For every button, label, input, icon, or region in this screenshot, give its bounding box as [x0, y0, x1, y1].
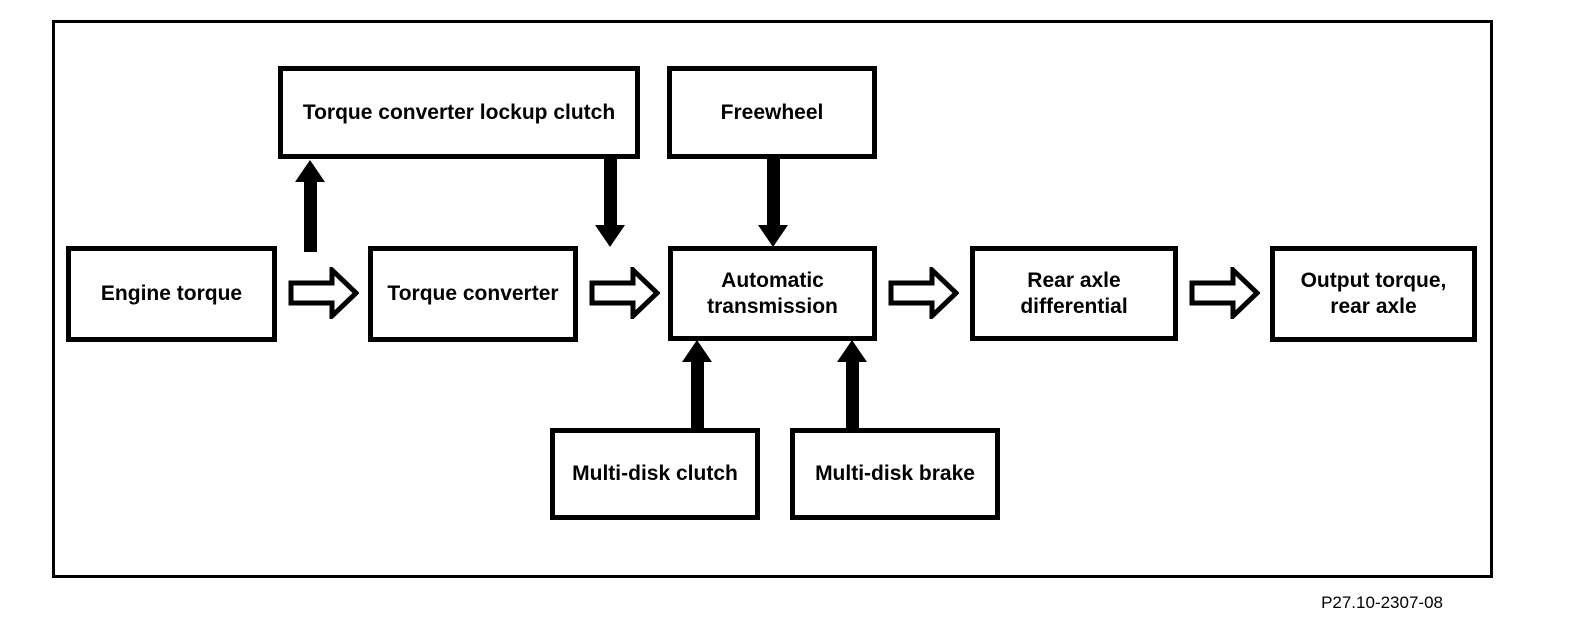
- box-multi-disk-clutch: Multi-disk clutch: [550, 428, 760, 520]
- box-freewheel: Freewheel: [667, 66, 877, 159]
- box-label: Output torque,: [1300, 269, 1447, 293]
- flow-arrow-right-icon: [589, 267, 660, 319]
- box-multi-disk-brake: Multi-disk brake: [790, 428, 1000, 520]
- figure-reference: P27.10-2307-08: [1321, 593, 1443, 612]
- flow-arrow-right-icon: [888, 267, 959, 319]
- box-label: Freewheel: [720, 100, 824, 124]
- flow-arrow-right-icon: [288, 267, 359, 319]
- box-label: Torque converter lockup clutch: [302, 100, 616, 124]
- arrow-up-icon: [682, 340, 712, 428]
- box-torque-converter-lockup-clutch: Torque converter lockup clutch: [278, 66, 640, 159]
- box-label: Automatic: [721, 268, 824, 292]
- box-label: Multi-disk clutch: [572, 462, 738, 486]
- box-rear-axle-differential: Rear axle differential: [970, 246, 1178, 341]
- box-output-torque-rear-axle: Output torque, rear axle: [1270, 246, 1477, 342]
- flow-arrow-right-icon: [1189, 267, 1260, 319]
- arrow-down-icon: [595, 157, 625, 247]
- box-engine-torque: Engine torque: [66, 246, 277, 342]
- arrow-up-icon: [295, 160, 325, 252]
- box-label: Engine torque: [100, 282, 243, 306]
- box-label: differential: [1020, 294, 1128, 318]
- box-label: Multi-disk brake: [815, 462, 975, 486]
- box-label: Rear axle: [1027, 268, 1121, 292]
- arrow-up-icon: [837, 340, 867, 428]
- box-label: transmission: [707, 294, 838, 318]
- arrow-down-icon: [758, 158, 788, 247]
- box-torque-converter: Torque converter: [368, 246, 578, 342]
- box-label: rear axle: [1330, 295, 1417, 318]
- box-label: Torque converter: [387, 282, 559, 306]
- box-automatic-transmission: Automatic transmission: [668, 246, 877, 341]
